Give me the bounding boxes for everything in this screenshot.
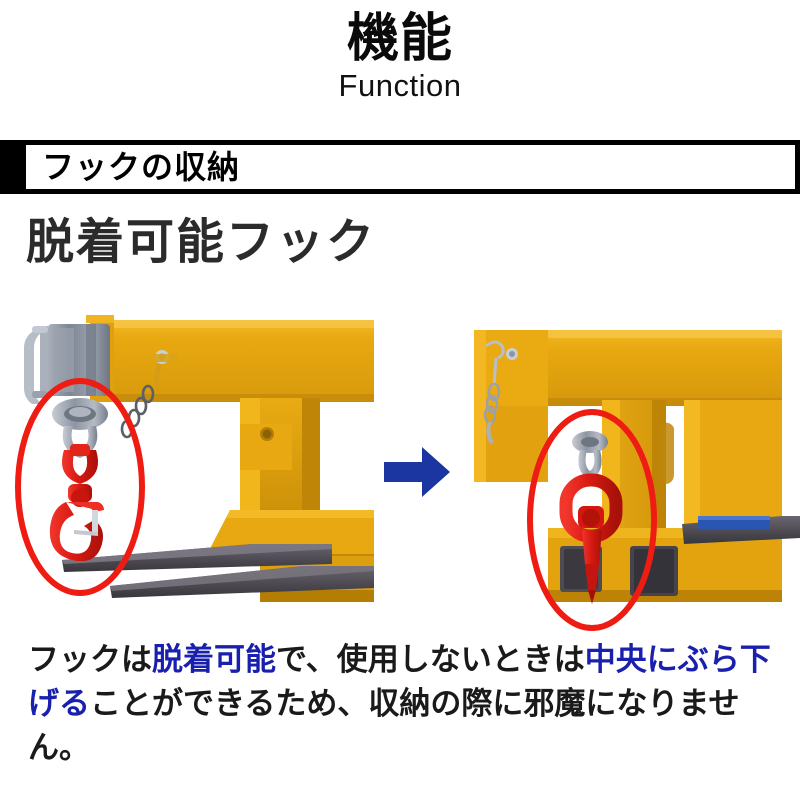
section-heading-label: フックの収納 [42, 148, 241, 186]
highlight-ellipse-right [527, 409, 657, 631]
subheading: 脱着可能フック [26, 214, 377, 270]
description-part-3: ことができるため、収納の際に邪魔になりません。 [28, 686, 740, 767]
description-part-2: で、使用しないときは [276, 642, 585, 678]
description-highlight-1: 脱着可能 [152, 642, 276, 678]
section-bar-box: フックの収納 [26, 140, 800, 194]
description-part-1: フックは [28, 642, 152, 678]
figure-right-illustration [474, 330, 800, 631]
description-text: フックは脱着可能で、使用しないときは中央にぶら下げることができるため、収納の際に… [28, 638, 776, 770]
page-title: 機能 Function [0, 9, 800, 104]
description-highlight-2: 中央にぶら下げる [28, 642, 771, 723]
section-bar-left-block [0, 140, 26, 194]
figure-row [0, 302, 800, 632]
highlight-ellipse-left [15, 378, 145, 596]
arrow-right-icon [382, 444, 452, 500]
figure-left-illustration [15, 315, 374, 602]
section-heading-bar: フックの収納 [0, 140, 800, 194]
arrow-right-glyph [384, 447, 450, 497]
figure-right-hook-stowed [452, 302, 800, 632]
figure-left-hook-attached [2, 302, 374, 632]
page-title-japanese: 機能 [346, 9, 453, 69]
page-title-english: Function [338, 68, 462, 104]
